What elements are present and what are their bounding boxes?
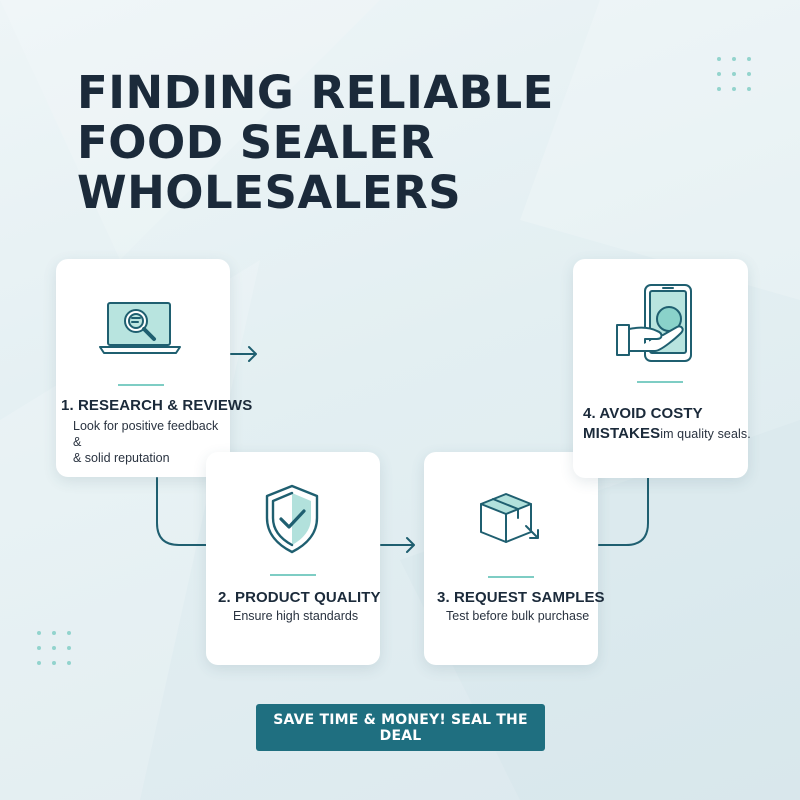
shield-check-icon — [265, 484, 319, 554]
step-heading: 3. REQUEST SAMPLES — [437, 589, 605, 606]
step-description-line-1: Look for positive feedback & — [73, 419, 219, 449]
step-heading-line-2-text: MISTAKES — [583, 425, 661, 442]
step-heading: 1. RESEARCH & REVIEWS — [61, 397, 253, 414]
step-description-line-2: & solid reputation — [73, 451, 170, 465]
card-divider — [118, 384, 164, 386]
step-description: Look for positive feedback & & solid rep… — [73, 418, 230, 466]
step-heading: 2. PRODUCT QUALITY — [218, 589, 381, 606]
step-heading-line-1: 4. AVOID COSTY — [583, 405, 703, 422]
step-description: Test before bulk purchase — [446, 609, 590, 623]
title-line-2: FOOD SEALER — [77, 116, 435, 169]
step-description-fragment: im quality seals. — [660, 427, 751, 441]
step-card-avoid-mistakes: 4. AVOID COSTY MISTAKESim quality seals. — [573, 259, 751, 478]
card-divider — [270, 574, 316, 576]
seal-the-deal-button[interactable]: SAVE TIME & MONEY! SEAL THE DEAL — [256, 704, 545, 751]
step-description: Ensure high standards — [233, 609, 359, 623]
step-card-research: 1. RESEARCH & REVIEWS Look for positive … — [56, 259, 252, 477]
step-card-samples: 3. REQUEST SAMPLES Test before bulk purc… — [424, 452, 605, 665]
step-card-quality: 2. PRODUCT QUALITY Ensure high standards — [206, 452, 381, 665]
title-line-1: FINDING RELIABLE — [77, 66, 554, 119]
phone-hand-icon — [616, 284, 692, 362]
step-heading-line-2: MISTAKESim quality seals. — [583, 425, 751, 442]
card-divider — [637, 381, 683, 383]
title-line-3: WHOLESALERS — [77, 166, 462, 219]
box-arrow-icon — [480, 493, 539, 543]
dot-grid-top-right — [717, 57, 751, 91]
laptop-magnifier-icon — [99, 302, 181, 354]
card-divider — [488, 576, 534, 578]
page-title: FINDING RELIABLE FOOD SEALER WHOLESALERS — [77, 68, 554, 218]
dot-grid-bottom-left — [37, 631, 71, 665]
